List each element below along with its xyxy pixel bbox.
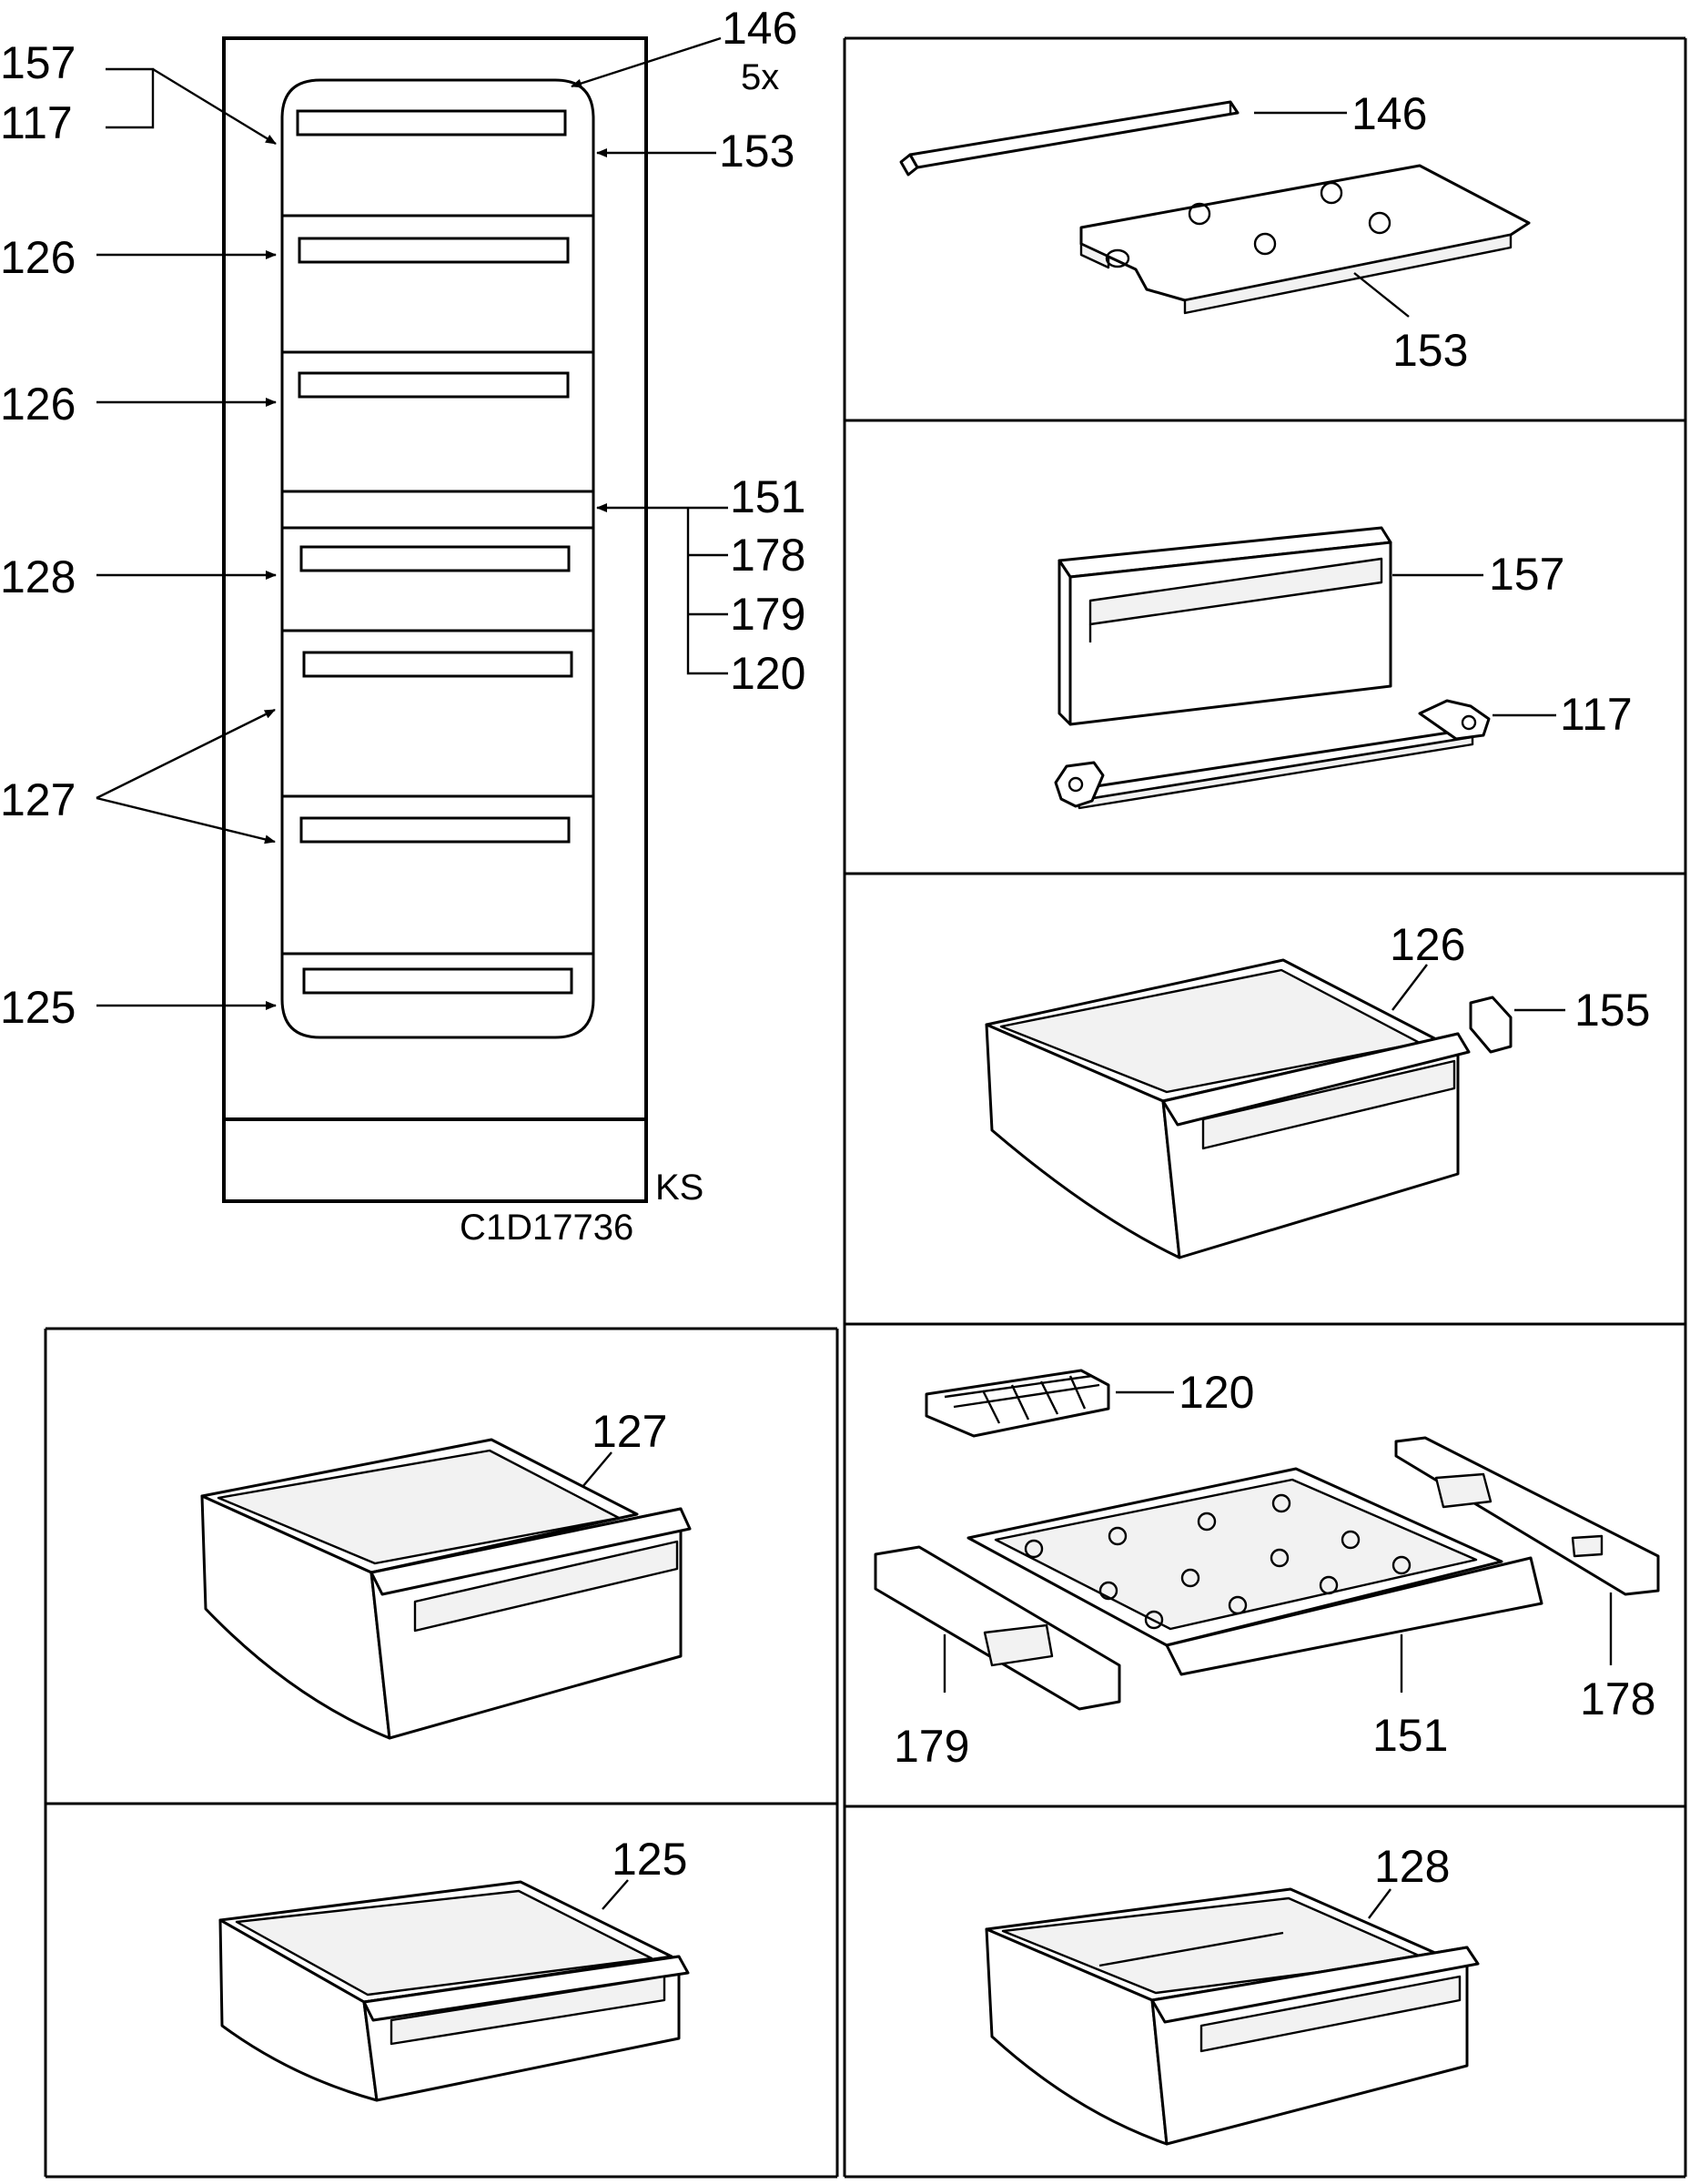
callout-179-detail: 179 [894, 1721, 969, 1772]
callout-146-detail: 146 [1351, 88, 1427, 139]
detail-drawer-127: 127 [200, 1406, 692, 1740]
callout-117: 117 [0, 97, 73, 148]
detail-drawer-126-155: 126 155 [985, 919, 1650, 1259]
overview-labels: 157 117 146 5x 153 126 126 151 178 179 1… [0, 3, 805, 1248]
detail-ice-shelf-151-178-179-120: 120 179 151 178 [874, 1367, 1660, 1772]
callout-153: 153 [719, 126, 794, 177]
panel-frames [44, 36, 1687, 2179]
callout-126-lower: 126 [0, 379, 76, 430]
callout-153-detail: 153 [1392, 325, 1468, 376]
callout-128: 128 [0, 551, 76, 602]
callout-125: 125 [0, 982, 76, 1033]
callout-128-detail: 128 [1374, 1841, 1450, 1892]
callout-126-detail: 126 [1390, 919, 1465, 970]
model-suffix: KS [655, 1168, 703, 1208]
callout-117-detail: 117 [1560, 689, 1633, 740]
callout-120-detail: 120 [1179, 1367, 1254, 1418]
callout-157: 157 [0, 37, 76, 88]
detail-drawer-128: 128 [985, 1841, 1480, 2146]
detail-drawer-125: 125 [218, 1834, 690, 2102]
detail-shelf-146-153: 146 153 [899, 88, 1531, 376]
callout-151: 151 [730, 471, 805, 522]
overview-leaders [96, 36, 728, 1010]
callout-178-detail: 178 [1580, 1673, 1655, 1724]
callout-126-upper: 126 [0, 232, 76, 283]
callout-178: 178 [730, 530, 805, 581]
callout-155-detail: 155 [1574, 985, 1650, 1036]
callout-146: 146 [722, 3, 797, 54]
callout-127: 127 [0, 774, 76, 825]
callout-127-detail: 127 [592, 1406, 667, 1457]
callout-146-quantity: 5x [741, 57, 779, 97]
callout-157-detail: 157 [1489, 549, 1564, 600]
callout-179: 179 [730, 589, 805, 640]
cabinet-overview [222, 36, 648, 1203]
callout-151-detail: 151 [1372, 1710, 1448, 1761]
callout-120: 120 [730, 648, 805, 699]
detail-flap-157-117: 157 117 [1054, 526, 1633, 810]
drawing-id: C1D17736 [460, 1208, 633, 1248]
callout-125-detail: 125 [612, 1834, 687, 1885]
